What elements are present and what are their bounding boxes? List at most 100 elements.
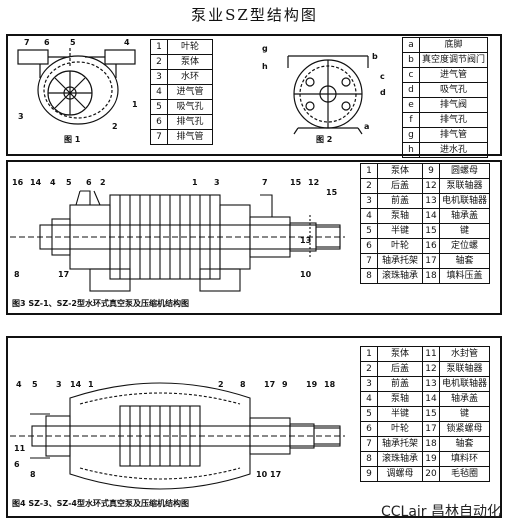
fig3-callout-1: 14 [30, 178, 42, 187]
fig3-callout-7: 3 [214, 178, 220, 187]
part-number: 9 [422, 163, 440, 179]
fig3-callout-14: 10 [300, 270, 312, 279]
fig3-callout-13: 17 [58, 270, 70, 279]
part-number: 9 [360, 466, 378, 482]
fig4-callout-5: 2 [218, 380, 224, 389]
fig2-label-c: c [380, 72, 385, 81]
part-name: 锁紧螺母 [438, 421, 491, 437]
part-name: 排气阀 [418, 97, 489, 113]
part-name: 泵轴 [377, 391, 423, 407]
part-name: 排气管 [418, 127, 489, 143]
fig3-drawing [10, 190, 345, 292]
part-name: 泵体 [167, 54, 213, 70]
part-name: 进气管 [167, 84, 213, 100]
fig4-frame [6, 336, 502, 518]
part-name: 轴承盖 [438, 208, 491, 224]
part-number: 6 [360, 238, 378, 254]
part-number: 5 [360, 223, 378, 239]
part-number: h [402, 142, 420, 158]
fig1-label-4: 4 [124, 38, 130, 47]
part-name: 后盖 [377, 361, 423, 377]
watermark: CCLair 昌林自动化 [380, 504, 501, 520]
fig4-caption: 图4 SZ-3、SZ-4型水环式真空泵及压缩机结构图 [12, 499, 189, 508]
fig2-label-d: d [380, 88, 386, 97]
fig3-callout-8: 7 [262, 178, 268, 187]
fig2-label-b: b [372, 52, 378, 61]
fig4-callout-7: 17 [264, 380, 276, 389]
fig4-callout-4: 1 [88, 380, 94, 389]
part-name: 叶轮 [167, 39, 213, 55]
part-number: 2 [150, 54, 168, 70]
part-name: 排气管 [167, 129, 213, 145]
part-number: f [402, 112, 420, 128]
part-name: 滚珠轴承 [377, 451, 423, 467]
fig12-frame [6, 34, 502, 156]
part-number: 3 [360, 193, 378, 209]
part-number: 8 [360, 451, 378, 467]
page-title: 泵业SZ型结构图 [191, 6, 318, 24]
part-number: e [402, 97, 420, 113]
fig1-caption: 图 1 [64, 135, 81, 144]
part-name: 滚珠轴承 [377, 268, 423, 284]
part-name: 吸气孔 [167, 99, 213, 115]
part-number: 13 [422, 193, 440, 209]
fig4-callout-3: 14 [70, 380, 82, 389]
part-name: 毛毡圈 [438, 466, 491, 482]
part-number: 14 [422, 391, 440, 407]
fig4-callout-10: 18 [324, 380, 336, 389]
part-name: 电机联轴器 [438, 376, 491, 392]
part-number: 3 [150, 69, 168, 85]
part-name: 泵体 [377, 163, 423, 179]
fig4-callout-1: 5 [32, 380, 38, 389]
fig3-callout-0: 16 [12, 178, 24, 187]
fig4-callout-6: 8 [240, 380, 246, 389]
fig2-drawing [287, 55, 369, 135]
fig1-label-1: 1 [132, 100, 138, 109]
part-number: d [402, 82, 420, 98]
part-name: 叶轮 [377, 238, 423, 254]
part-number: 2 [360, 361, 378, 377]
part-number: 1 [360, 346, 378, 362]
part-number: 5 [150, 99, 168, 115]
part-name: 进水孔 [418, 142, 489, 158]
fig3-callout-12: 8 [14, 270, 20, 279]
fig1-label-7: 7 [24, 38, 30, 47]
fig1-label-5: 5 [70, 38, 76, 47]
fig3-frame [6, 160, 502, 315]
fig4-callout-15: 17 [270, 470, 282, 479]
part-name: 泵联轴器 [438, 361, 491, 377]
part-number: 13 [422, 376, 440, 392]
fig3-callout-10: 12 [308, 178, 320, 187]
fig4-callout-0: 4 [16, 380, 22, 389]
part-name: 水环 [167, 69, 213, 85]
part-number: 4 [360, 208, 378, 224]
fig3-callout-11: 15 [326, 188, 338, 197]
part-number: 17 [422, 421, 440, 437]
fig2-label-a: a [364, 122, 370, 131]
fig1-label-6: 6 [44, 38, 50, 47]
part-name: 后盖 [377, 178, 423, 194]
fig3-callout-5: 2 [100, 178, 106, 187]
part-number: 20 [422, 466, 440, 482]
part-name: 键 [438, 223, 491, 239]
